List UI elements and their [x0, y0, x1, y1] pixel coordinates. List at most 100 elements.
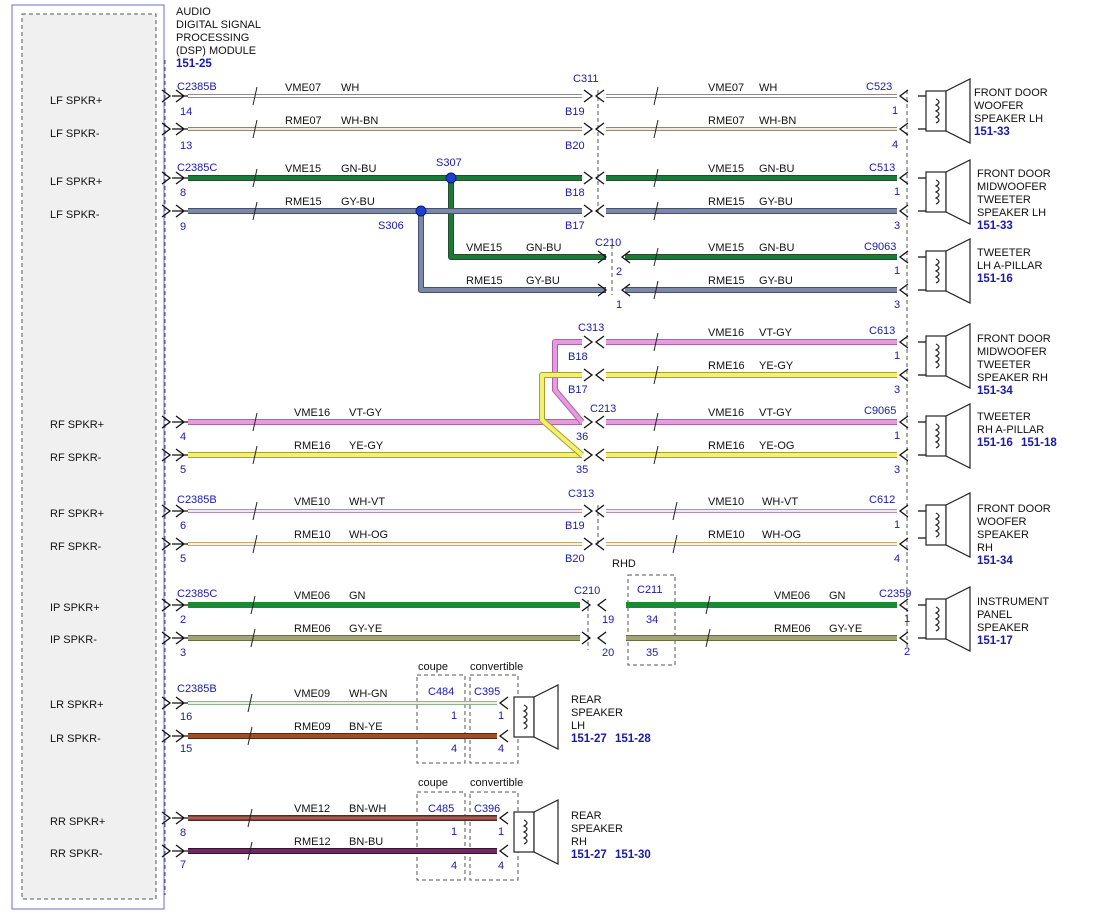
svg-text:20: 20 [602, 647, 614, 659]
speaker-name-line: TWEETER [977, 359, 1031, 371]
svg-text:15: 15 [180, 743, 192, 755]
wire-rme16 [188, 372, 897, 458]
svg-text:1: 1 [904, 613, 910, 625]
svg-text:C396: C396 [474, 803, 500, 815]
svg-text:convertible: convertible [470, 777, 523, 789]
svg-text:4: 4 [498, 743, 504, 755]
svg-text:B18: B18 [565, 187, 585, 199]
pin-label: LF SPKR+ [50, 176, 102, 188]
svg-text:GY-YE: GY-YE [829, 623, 862, 635]
svg-text:C210: C210 [574, 585, 600, 597]
svg-text:RME16: RME16 [294, 440, 331, 452]
pin-label: RF SPKR- [50, 541, 102, 553]
svg-text:VME07: VME07 [285, 82, 321, 94]
svg-text:RME15: RME15 [466, 275, 503, 287]
svg-text:RME15: RME15 [285, 196, 322, 208]
svg-text:BN-BU: BN-BU [349, 836, 383, 848]
svg-text:GN-BU: GN-BU [341, 163, 377, 175]
speaker-name-line: SPEAKER [977, 529, 1029, 541]
module-outline [11, 4, 165, 910]
svg-text:WH-OG: WH-OG [349, 529, 388, 541]
svg-text:4: 4 [892, 139, 898, 151]
svg-text:coupe: coupe [418, 777, 448, 789]
speaker-name-line: RH [571, 836, 587, 848]
svg-text:GY-BU: GY-BU [759, 196, 793, 208]
svg-text:6: 6 [180, 520, 186, 532]
svg-text:WH-GN: WH-GN [349, 688, 388, 700]
speaker-name-line: FRONT DOOR [977, 168, 1051, 180]
speaker-ref: 151-30 [615, 849, 651, 861]
svg-text:1: 1 [894, 519, 900, 531]
svg-text:C313: C313 [578, 322, 604, 334]
speaker-name-line: TWEETER [977, 247, 1031, 259]
svg-text:4: 4 [894, 553, 900, 565]
svg-text:S306: S306 [378, 220, 404, 232]
svg-text:C613: C613 [869, 325, 895, 337]
svg-text:VT-GY: VT-GY [759, 407, 793, 419]
svg-text:GN: GN [829, 590, 846, 602]
dsp-module-box [21, 13, 157, 900]
speaker-name-line: SPEAKER [571, 823, 623, 835]
speaker-ref: 151-17 [977, 635, 1013, 647]
speaker-name-line: FRONT DOOR [977, 333, 1051, 345]
speaker-icon [925, 159, 971, 225]
pin-label: LF SPKR- [50, 128, 100, 140]
svg-text:C2359: C2359 [879, 588, 911, 600]
svg-text:2: 2 [616, 266, 622, 278]
speaker-name-line: LH [571, 720, 585, 732]
svg-text:1: 1 [498, 826, 504, 838]
svg-text:1: 1 [498, 710, 504, 722]
speaker-name-line: MIDWOOFER [977, 346, 1047, 358]
pin-label: RF SPKR+ [50, 508, 104, 520]
svg-text:VME12: VME12 [294, 803, 330, 815]
speaker-name-line: FRONT DOOR [974, 87, 1048, 99]
svg-text:13: 13 [180, 140, 192, 152]
svg-text:VT-GY: VT-GY [349, 407, 383, 419]
svg-text:C9063: C9063 [864, 241, 896, 253]
svg-text:VME15: VME15 [466, 242, 502, 254]
svg-text:VME10: VME10 [708, 496, 744, 508]
svg-text:RME09: RME09 [294, 721, 331, 733]
svg-text:B17: B17 [565, 220, 585, 232]
svg-text:4: 4 [451, 860, 457, 872]
svg-text:16: 16 [180, 711, 192, 723]
svg-text:C2385B: C2385B [177, 494, 217, 506]
svg-text:PROCESSING: PROCESSING [176, 32, 249, 44]
svg-text:WH-OG: WH-OG [762, 529, 801, 541]
wires [188, 94, 897, 854]
svg-text:B17: B17 [568, 384, 588, 396]
speaker-ref: 151-33 [977, 220, 1013, 232]
module-pin-labels: LF SPKR+ LF SPKR- LF SPKR+ LF SPKR- RF S… [50, 95, 105, 860]
svg-text:C612: C612 [869, 494, 895, 506]
svg-text:5: 5 [180, 553, 186, 565]
wire-rme15 [188, 208, 897, 293]
svg-text:B18: B18 [568, 351, 588, 363]
speaker-ref: 151-34 [977, 555, 1013, 567]
svg-text:1: 1 [616, 299, 622, 311]
speaker-name-line: MIDWOOFER [977, 181, 1047, 193]
svg-text:35: 35 [646, 647, 658, 659]
svg-text:WH-VT: WH-VT [762, 496, 798, 508]
svg-text:19: 19 [602, 614, 614, 626]
svg-text:GN: GN [349, 590, 366, 602]
svg-text:B19: B19 [565, 520, 585, 532]
svg-text:1: 1 [894, 186, 900, 198]
svg-text:YE-OG: YE-OG [759, 440, 794, 452]
svg-text:7: 7 [180, 859, 186, 871]
svg-text:3: 3 [894, 464, 900, 476]
svg-text:RME15: RME15 [708, 275, 745, 287]
svg-text:VME15: VME15 [708, 163, 744, 175]
svg-text:C9065: C9065 [864, 405, 896, 417]
svg-text:RHD: RHD [612, 558, 636, 570]
pin-label: LF SPKR+ [50, 95, 102, 107]
svg-text:4: 4 [498, 860, 504, 872]
speaker-name-line: SPEAKER RH [977, 372, 1048, 384]
svg-text:GN-BU: GN-BU [759, 242, 795, 254]
speaker-icon [925, 492, 971, 558]
svg-text:(DSP) MODULE: (DSP) MODULE [176, 45, 256, 57]
speaker-ref: 151-27 [571, 849, 607, 861]
svg-text:C395: C395 [474, 686, 500, 698]
svg-text:RME07: RME07 [708, 115, 745, 127]
